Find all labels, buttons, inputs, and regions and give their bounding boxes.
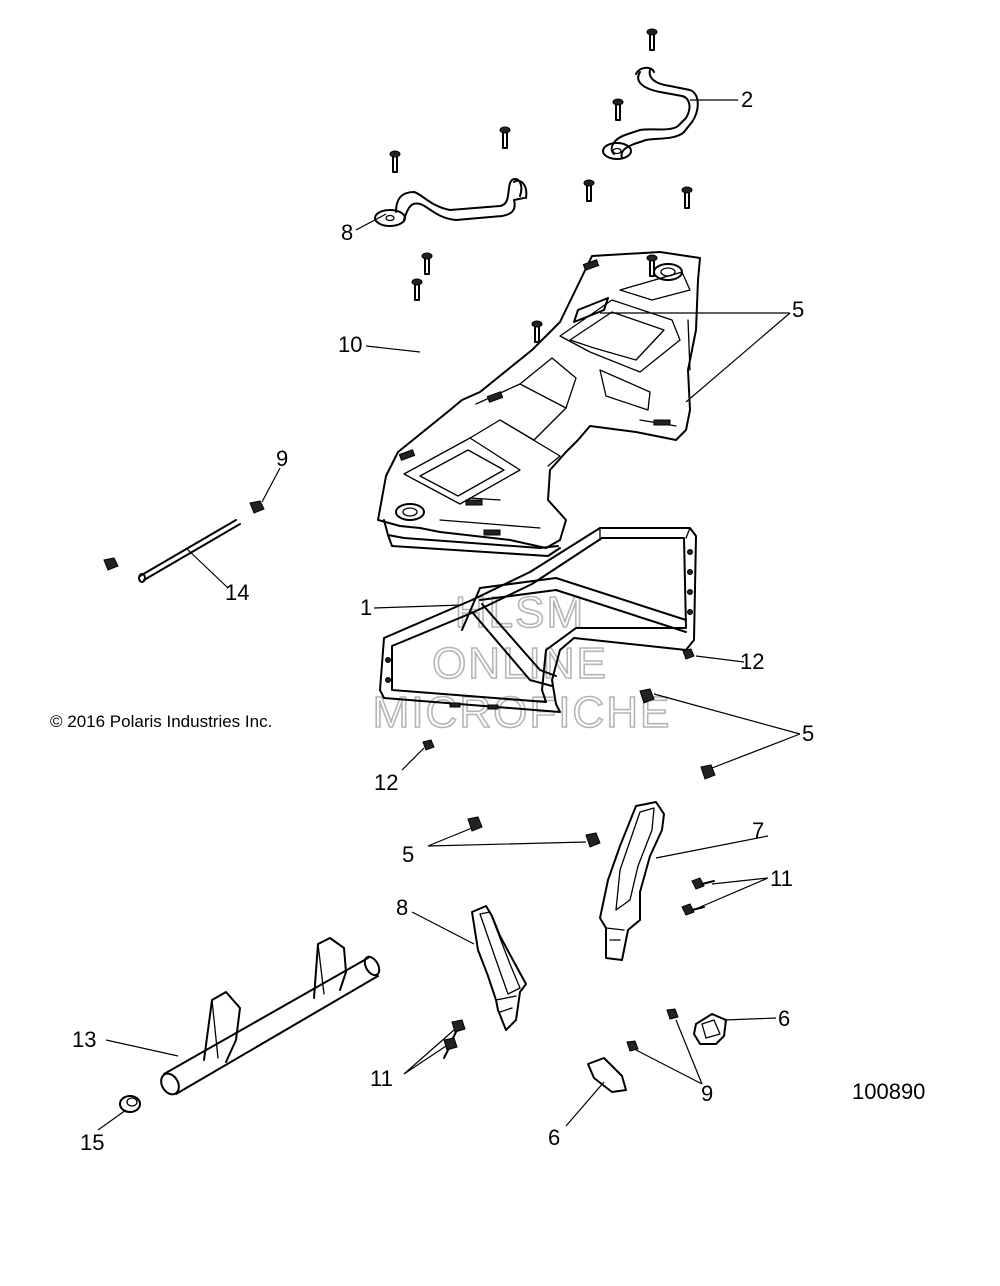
bolts [389,28,693,343]
part-frame [379,527,697,713]
part-tube [160,937,381,1096]
small-fasteners [422,648,716,848]
part-rack-deck [377,251,701,557]
bolt [499,126,511,149]
copyright-notice: © 2016 Polaris Industries Inc. [50,712,272,731]
bolt [681,186,693,209]
callout-label: 10 [338,332,362,357]
screws [443,877,715,1059]
figure-number: 100890 [852,1079,925,1104]
callout-label: 8 [396,895,408,920]
nut-5 [700,764,716,780]
fastener [666,1008,679,1020]
part-bracket-left [471,905,527,1031]
callout-label: 5 [792,297,804,322]
bolt [411,278,423,301]
deck-decal [573,297,609,323]
part-plug [119,1095,141,1113]
part-clip-lower [587,1057,627,1093]
part-clip-upper [693,1013,727,1045]
fasteners-9-lower [626,1008,679,1052]
callout-label: 9 [276,446,288,471]
callout-label: 12 [374,770,398,795]
bolt [389,150,401,173]
bolt [612,98,624,121]
nut-5 [467,816,483,832]
watermark-line-3: MICROFICHE [373,688,672,737]
bolt [646,254,658,277]
callouts: 2 5 8 10 9 14 1 12 5 12 5 7 11 8 6 11 9 … [72,87,814,1155]
part-bracket-right [599,801,665,961]
nut-12 [682,648,695,660]
watermark: HLSM ONLINE MICROFICHE [372,587,672,738]
part-left-rail [374,178,528,227]
leader-lines [97,99,801,1131]
callout-label: 7 [752,818,764,843]
callout-label: 9 [701,1081,713,1106]
callout-label: 5 [802,721,814,746]
callout-label: 11 [770,866,793,891]
nut-5 [639,688,655,704]
screw [443,1037,458,1059]
callout-label: 2 [741,87,753,112]
part-upper-rail [602,66,699,160]
fastener [249,500,265,514]
fastener [626,1040,639,1052]
callout-label: 6 [778,1006,790,1031]
bolt [531,320,543,343]
bolt [583,179,595,202]
callout-label: 12 [740,649,764,674]
callout-label: 15 [80,1130,104,1155]
nut-12 [422,739,435,751]
callout-label: 11 [370,1066,393,1091]
screw [691,877,715,890]
part-rod [103,500,265,583]
callout-label: 1 [360,595,372,620]
bolt [646,28,658,51]
screw [681,903,705,916]
callout-label: 13 [72,1027,96,1052]
nut-5 [585,832,601,848]
callout-label: 14 [225,580,249,605]
callout-label: 8 [341,220,353,245]
bolt [421,252,433,275]
fastener [103,557,119,571]
callout-label: 6 [548,1125,560,1150]
callout-label: 5 [402,842,414,867]
